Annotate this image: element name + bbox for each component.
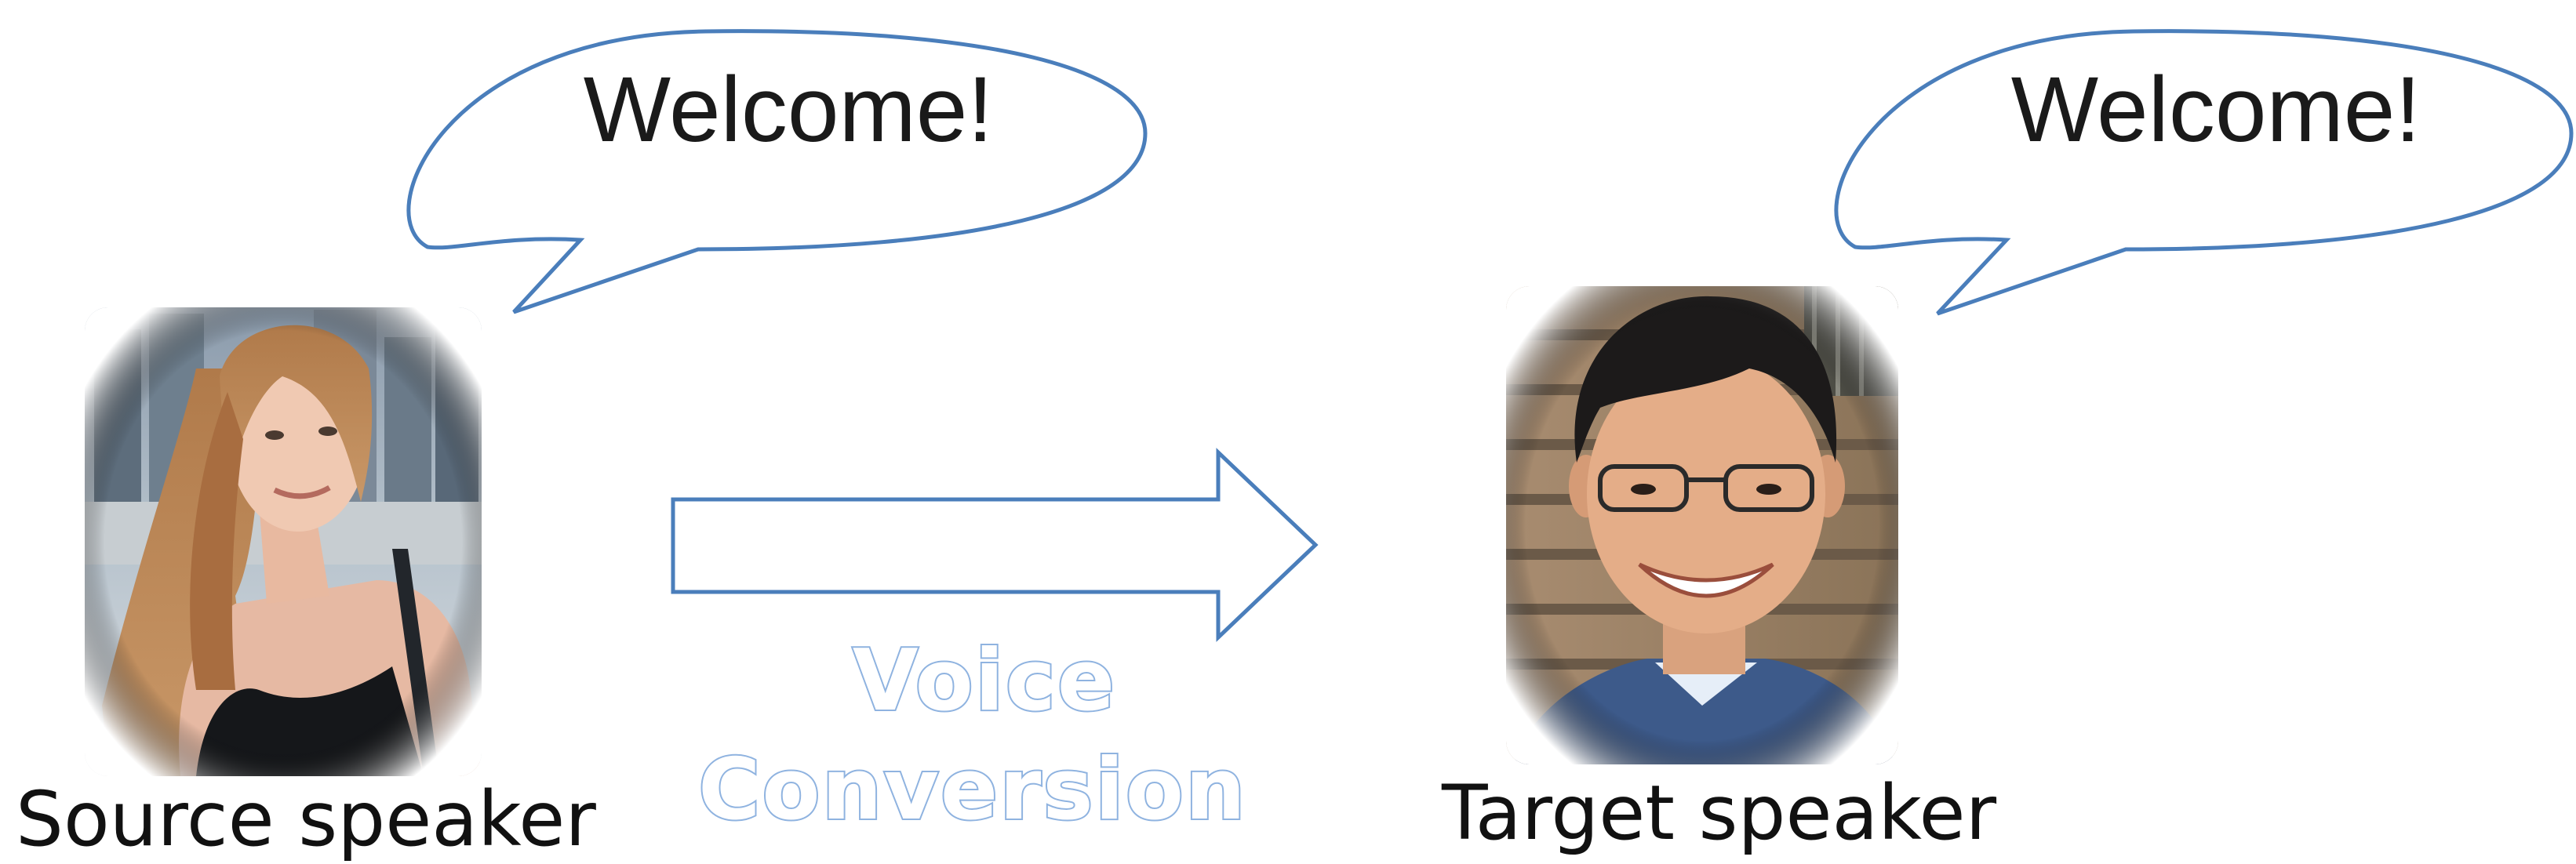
target-speaker-photo [1506, 286, 1898, 764]
target-speech-text: Welcome! [2011, 58, 2421, 162]
source-speaker-caption: Source speaker [16, 775, 596, 863]
conversion-label-line1: Voice [853, 632, 1116, 730]
source-speech-bubble: Welcome! [406, 29, 1148, 314]
source-speaker-photo [85, 307, 482, 776]
conversion-label-line2: Conversion [698, 741, 1247, 839]
target-speaker-caption: Target speaker [1441, 769, 1997, 857]
right-arrow-icon [671, 448, 1319, 642]
source-speech-text: Welcome! [584, 58, 993, 162]
target-speech-bubble: Welcome! [1834, 29, 2574, 316]
